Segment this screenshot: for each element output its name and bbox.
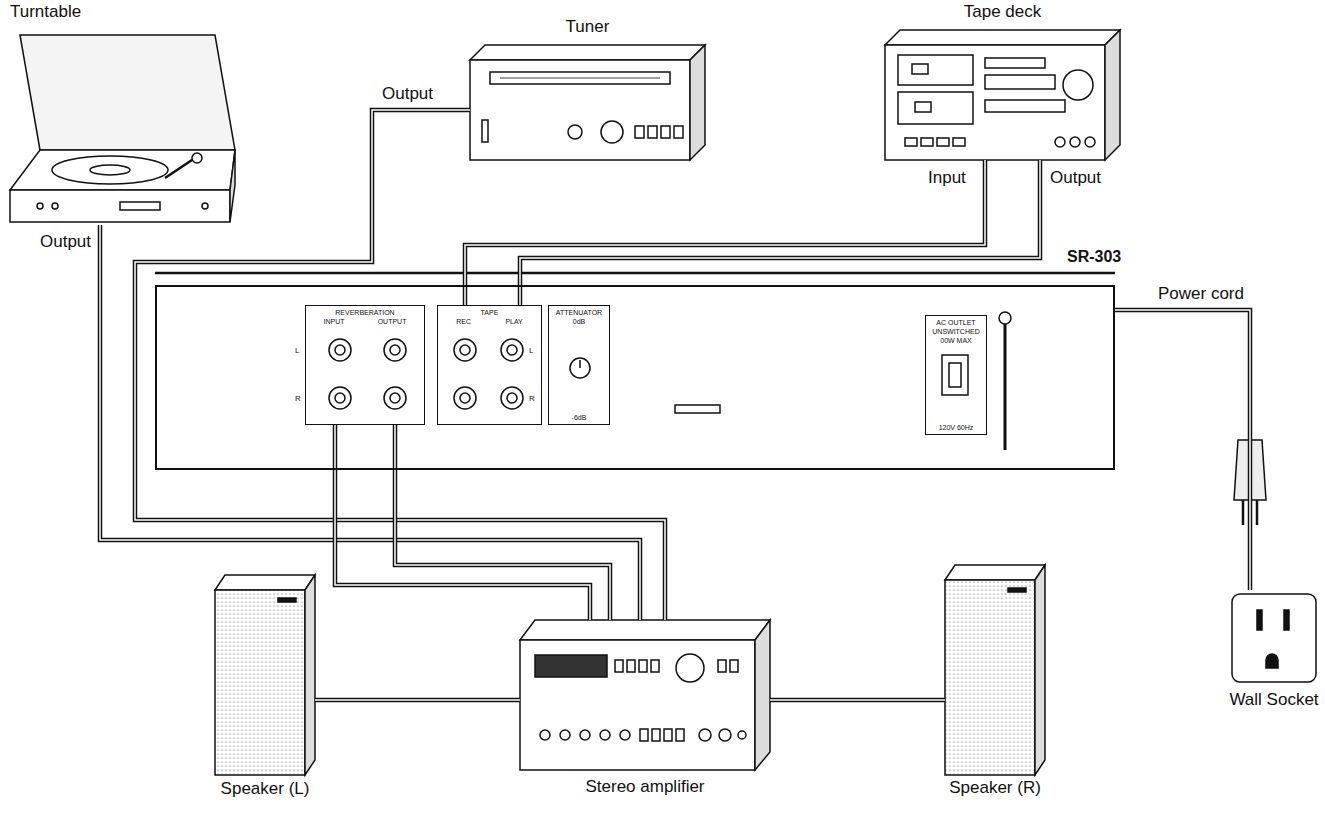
plug-and-socket-drawing — [1232, 440, 1316, 682]
port-label: Input — [928, 168, 966, 188]
sr303-panel-drawing — [155, 273, 1115, 450]
cord-label: Power cord — [1158, 284, 1244, 304]
speaker-left: Speaker (L) — [215, 575, 315, 775]
cable-outline — [395, 425, 610, 620]
cable — [395, 425, 610, 620]
cable — [335, 425, 590, 620]
cable-outline — [135, 110, 665, 620]
reverberation-jacks: REVERBERATIONINPUT OUTPUT — [305, 305, 425, 425]
device-label: Speaker (L) — [221, 779, 310, 799]
jack-label: INPUT — [324, 317, 345, 326]
cable-outline — [315, 698, 520, 703]
panel-heading: TAPE — [481, 308, 499, 317]
text-row: AC OUTLET UNSWITCHED 00W MAX — [927, 318, 985, 345]
text-row: INPUT OUTPUT — [307, 317, 423, 326]
text-row: -6dB — [550, 413, 608, 422]
cable — [770, 700, 945, 701]
port-label: Output — [40, 232, 91, 252]
amplifier-drawing — [520, 620, 770, 770]
tuner-drawing — [470, 45, 705, 160]
channel-letter: R — [529, 393, 535, 404]
stereo-amplifier: Stereo amplifier — [520, 620, 770, 770]
tuner: Tuner — [470, 45, 705, 160]
device-label: Turntable — [10, 2, 81, 22]
cable — [1115, 310, 1250, 590]
cable — [315, 700, 520, 701]
cable-core — [1115, 310, 1250, 590]
port-label: Output — [382, 84, 433, 104]
device-label: Tape deck — [964, 2, 1042, 22]
jack-label: 120V 60Hz — [939, 423, 974, 432]
device-label: Speaker (R) — [949, 778, 1041, 798]
cable-outline — [520, 160, 1040, 305]
jack-label: OUTPUT — [378, 317, 407, 326]
text-row: TAPE — [439, 308, 540, 317]
cable — [520, 160, 1040, 305]
device-label: SR-303 — [1067, 247, 1121, 267]
text-row: 0dB — [550, 317, 608, 326]
reverb-unit: SR-303REVERBERATIONINPUTOUTPUTTAPERECPLA… — [155, 285, 1115, 470]
tape-jacks: TAPE REC PLAY — [437, 305, 542, 425]
tape-deck-drawing — [885, 30, 1120, 160]
cable-core — [315, 699, 520, 701]
cable-core — [520, 160, 1040, 305]
speaker-left-drawing — [215, 575, 315, 775]
channel-letter: L — [295, 345, 299, 356]
text-row: 120V 60Hz — [927, 423, 985, 432]
cable-outline — [335, 425, 590, 620]
jack-label: 0dB — [573, 317, 585, 326]
device-label: Tuner — [566, 17, 610, 37]
jack-label: -6dB — [572, 413, 587, 422]
cable-outline — [1115, 310, 1250, 590]
device-label: Stereo amplifier — [585, 777, 704, 797]
port-label: Output — [1050, 168, 1101, 188]
turntable-drawing — [10, 35, 235, 222]
ac-outlet: AC OUTLET UNSWITCHED 00W MAX 120V 60Hz — [925, 315, 987, 435]
cable-core — [335, 425, 590, 620]
attenuator-switch: ATTENUATOR0dB -6dB — [548, 305, 610, 425]
channel-letter: L — [529, 345, 533, 356]
speaker-right: Speaker (R) — [945, 565, 1045, 775]
jack-label: PLAY — [505, 317, 522, 326]
wall-socket: Wall Socket — [1230, 590, 1318, 685]
channel-letter: R — [295, 393, 301, 404]
panel-heading: ATTENUATOR — [556, 308, 602, 317]
cable-core — [135, 110, 665, 620]
tape-deck: Tape deck — [885, 30, 1120, 160]
text-row: ATTENUATOR — [550, 308, 608, 317]
cable-core — [395, 425, 610, 620]
speaker-right-drawing — [945, 565, 1045, 775]
cable-core — [465, 160, 985, 305]
text-row: REC PLAY — [439, 317, 540, 326]
cable — [465, 160, 985, 305]
text-row: REVERBERATION — [307, 308, 423, 317]
device-label: Wall Socket — [1229, 690, 1318, 710]
cable-outline — [465, 160, 985, 305]
turntable: Turntable — [5, 30, 235, 225]
cable-outline — [770, 698, 945, 703]
panel-heading: REVERBERATION — [335, 308, 394, 317]
jack-label: REC — [456, 317, 471, 326]
panel-heading: AC OUTLET UNSWITCHED 00W MAX — [927, 318, 985, 345]
cable — [135, 110, 665, 620]
cable-core — [770, 699, 945, 701]
